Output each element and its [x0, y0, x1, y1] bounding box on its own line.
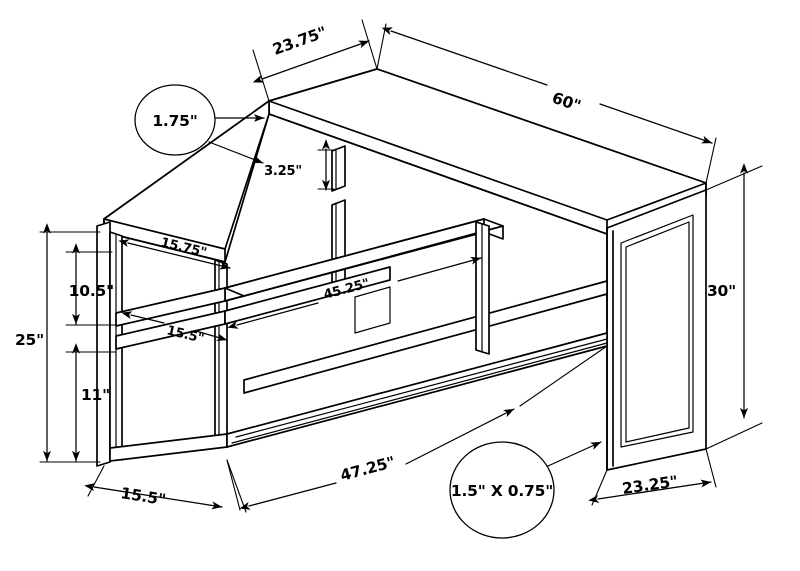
base-rails: [226, 221, 608, 448]
lower-shelf-top-edge: [224, 266, 391, 312]
base-rail-front-inner: [235, 338, 608, 438]
ext-30-bottom: [705, 422, 763, 450]
dimline-23-75: [252, 40, 370, 83]
ext-base-len-b: [519, 345, 608, 407]
tube-profile-balloon-circle: [449, 441, 555, 539]
dimension-main-top-length: 60": [376, 23, 717, 184]
dimension-label-lower-gap: 11": [81, 386, 110, 404]
thickness-balloon-circle: [134, 84, 216, 156]
lower-shelf-bracket: [354, 286, 391, 334]
dimline-base-depth: [84, 483, 223, 510]
dimline-47-25-right: [405, 408, 515, 465]
left-end-outer-post: [96, 221, 111, 467]
dimline-60-right: [599, 103, 713, 144]
dimension-label-upper-gap: 10.5": [69, 282, 114, 300]
right-leg-outer-face: [606, 189, 707, 471]
dimline-47-25-left: [239, 482, 337, 510]
callout-tube-profile: 1.5" X 0.75": [449, 441, 602, 539]
dimline-23-25: [588, 479, 712, 503]
callout-label-thickness: 1.75": [152, 112, 197, 130]
upper-shelf: [115, 218, 504, 327]
right-leg-frame: [606, 189, 707, 471]
ext-60-b: [705, 137, 717, 184]
dimension-label-main-height: 30": [707, 282, 736, 300]
right-leg-inner-opening-2: [625, 221, 690, 443]
dimension-left-heights: 25" 10.5" 11": [15, 223, 117, 463]
dimline-15-75: [118, 239, 231, 270]
leader-thickness-return: [208, 141, 264, 164]
right-leg-inner-opening: [620, 214, 694, 448]
dimline-15-5-shelf-left: [121, 311, 165, 324]
ext-23-25-b: [705, 448, 717, 488]
dimension-post-drop: 3.25": [264, 139, 335, 191]
dimension-label-left-overall-height: 25": [15, 331, 44, 349]
upper-shelf-bottom-edge: [224, 231, 485, 302]
ext-30-top: [705, 165, 763, 191]
ext-base-depth-b: [226, 459, 241, 511]
lower-shelf: [115, 266, 391, 350]
dimension-label-post-drop: 3.25": [264, 164, 302, 179]
leader-tube-profile: [547, 441, 602, 467]
base-rail-front-inner-2: [231, 342, 608, 444]
dimline-45-25-right: [397, 256, 482, 282]
dimline-60-left: [381, 27, 548, 86]
dimline-15-5-shelf-right: [195, 330, 228, 341]
callout-label-tube-profile: 1.5" X 0.75": [451, 482, 553, 500]
upper-shelf-left-rail-top: [115, 287, 226, 314]
ext-23-75-b: [361, 19, 378, 70]
corner-drop-post: [331, 145, 346, 192]
callout-panel-thickness: 1.75": [134, 84, 265, 164]
dimline-45-25-left: [227, 302, 319, 329]
dimension-main-height: 30": [705, 163, 763, 450]
